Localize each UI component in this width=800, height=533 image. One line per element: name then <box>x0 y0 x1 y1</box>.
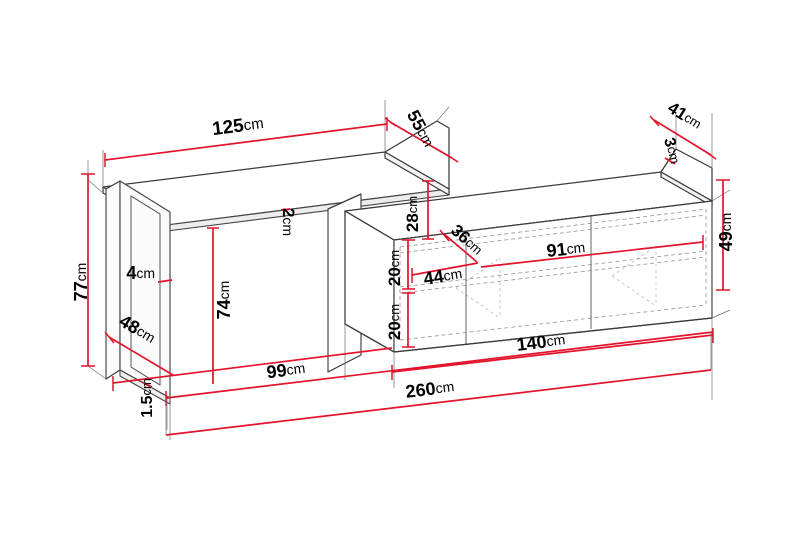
desk-assembly <box>102 120 450 405</box>
shelf-top-inner-2 <box>399 214 707 254</box>
svg-text:41cm: 41cm <box>664 98 705 133</box>
dimension-lines <box>81 115 730 436</box>
desk-left-leg-frame <box>105 180 171 405</box>
label-91: 91cm <box>546 237 587 261</box>
dim-260-line <box>165 331 714 399</box>
dim-140-line <box>391 334 714 373</box>
dim-91-line <box>480 241 704 268</box>
dim-48-tick-a <box>104 331 115 344</box>
depth-line-d <box>611 245 657 277</box>
shelf-middle <box>399 250 707 288</box>
label-2: 2cm <box>279 208 298 236</box>
label-1-5: 1.5cm <box>139 378 156 418</box>
svg-text:74cm: 74cm <box>214 281 234 320</box>
label-140: 140cm <box>515 329 566 355</box>
svg-text:28cm: 28cm <box>403 196 422 232</box>
label-3: 3cm <box>660 136 683 166</box>
label-77: 77cm <box>71 263 91 302</box>
dim-260-baseline <box>165 369 712 436</box>
dim-41-line <box>653 119 712 156</box>
svg-text:49cm: 49cm <box>716 213 736 252</box>
svg-text:77cm: 77cm <box>71 263 91 302</box>
dim-44-line <box>411 262 479 276</box>
dim-36-line <box>443 233 478 263</box>
shelf-middle-2 <box>399 256 707 294</box>
depth-line-a <box>455 257 501 289</box>
dim-36-tick <box>439 229 450 242</box>
cabinet-assembly <box>344 148 713 353</box>
leg-top-rail <box>119 180 171 215</box>
dim-15-line <box>141 381 153 388</box>
svg-text:125cm: 125cm <box>211 113 265 140</box>
svg-text:140cm: 140cm <box>515 329 566 355</box>
svg-text:1.5cm: 1.5cm <box>139 378 156 418</box>
label-74: 74cm <box>214 281 234 320</box>
label-41: 41cm <box>664 98 705 133</box>
label-4: 4cm <box>126 263 155 283</box>
label-44: 44cm <box>422 263 463 289</box>
dim-55-tick-a <box>384 117 397 127</box>
svg-text:3cm: 3cm <box>660 136 683 166</box>
svg-text:260cm: 260cm <box>404 376 455 402</box>
depth-line-b <box>455 287 501 319</box>
shelf-bottom-inner <box>399 304 707 341</box>
svg-text:20cm: 20cm <box>385 304 404 340</box>
svg-text:4cm: 4cm <box>126 263 155 283</box>
label-28: 28cm <box>403 196 422 232</box>
dim-55-line <box>389 121 453 159</box>
desk-back-panel-face <box>384 151 450 196</box>
dim-41-tick-a <box>649 115 660 127</box>
svg-text:20cm: 20cm <box>385 250 404 286</box>
leg-outer-frame-front <box>119 180 171 399</box>
svg-text:2cm: 2cm <box>279 208 298 236</box>
label-125: 125cm <box>211 113 265 140</box>
label-20-upper: 20cm <box>385 250 404 286</box>
svg-text:91cm: 91cm <box>546 237 587 261</box>
label-260: 260cm <box>404 376 455 402</box>
svg-text:99cm: 99cm <box>265 357 306 382</box>
dim-4-line <box>157 279 173 283</box>
dim-3-line <box>664 157 676 165</box>
dim-48-line <box>108 336 174 376</box>
label-20-lower: 20cm <box>385 304 404 340</box>
label-49: 49cm <box>716 213 736 252</box>
dim-2-line <box>280 208 291 211</box>
label-99: 99cm <box>265 357 306 382</box>
dim-99-line <box>112 347 393 384</box>
leg-inner-edge <box>105 181 171 404</box>
dim-125-line <box>104 123 388 161</box>
dim-41-tick-b <box>705 151 717 160</box>
dim-55-tick-b <box>446 154 459 163</box>
svg-text:44cm: 44cm <box>422 263 463 289</box>
leg-outer-frame <box>105 180 121 380</box>
depth-line-e <box>611 275 657 307</box>
